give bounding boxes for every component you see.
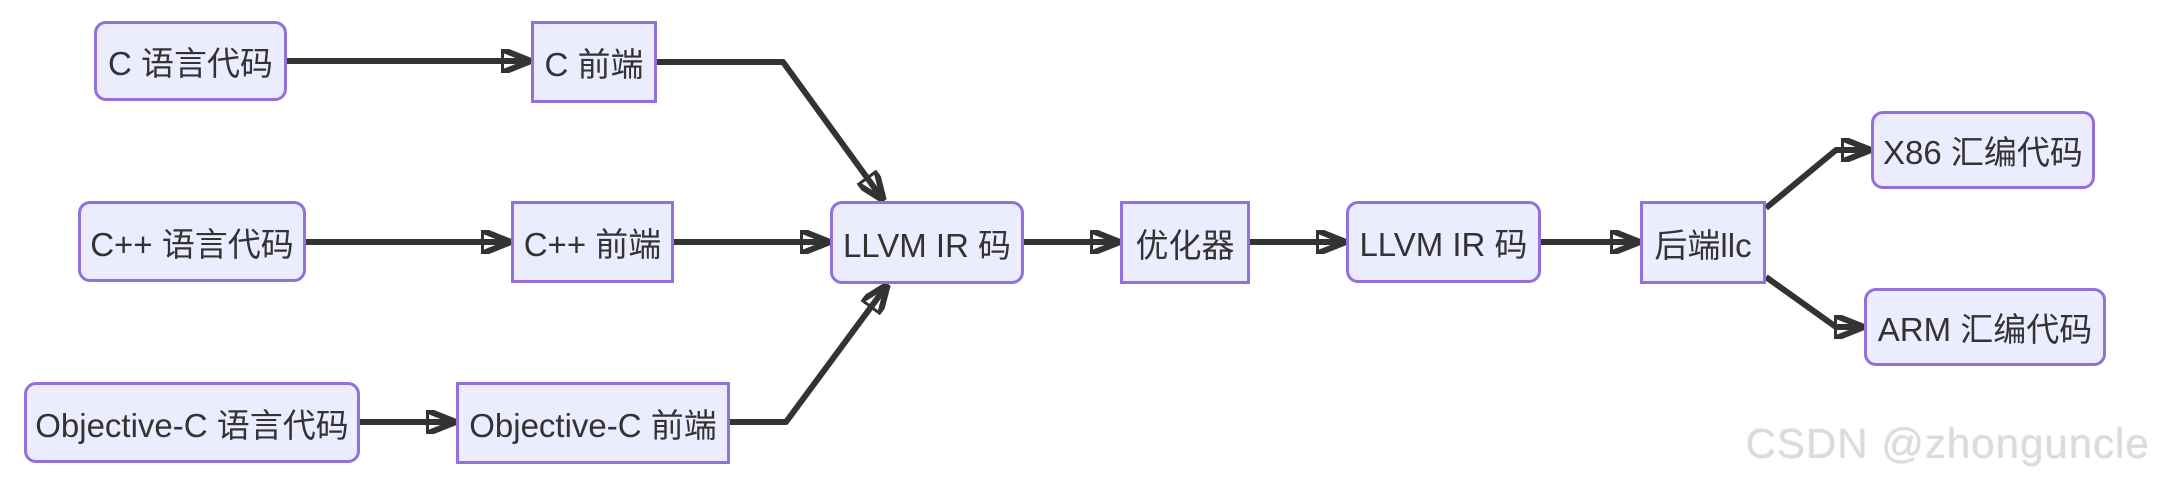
node-label: C 前端	[544, 46, 644, 83]
node-llvm-ir-in: LLVM IR 码	[830, 201, 1024, 284]
node-label: C 语言代码	[108, 45, 273, 82]
node-cpp-frontend: C++ 前端	[511, 201, 674, 283]
csdn-watermark: CSDN @zhonguncle	[1745, 420, 2150, 467]
node-llvm-ir-out: LLVM IR 码	[1346, 201, 1541, 283]
edge-backend-to-x86	[1764, 150, 1871, 211]
node-objc-frontend: Objective-C 前端	[456, 382, 730, 464]
edge-objc-frontend-to-llvm-ir	[730, 284, 888, 425]
node-label: LLVM IR 码	[842, 226, 1012, 264]
node-label: 后端llc	[1654, 226, 1752, 264]
node-objc-source: Objective-C 语言代码	[24, 382, 360, 463]
node-optimizer: 优化器	[1120, 201, 1250, 284]
node-label: X86 汇编代码	[1883, 134, 2083, 171]
node-backend-llc: 后端llc	[1640, 201, 1766, 284]
node-label: 优化器	[1135, 226, 1235, 264]
node-c-source: C 语言代码	[94, 21, 287, 101]
node-label: Objective-C 前端	[469, 407, 717, 444]
node-label: ARM 汇编代码	[1877, 311, 2093, 348]
node-label: Objective-C 语言代码	[35, 406, 349, 444]
node-x86-output: X86 汇编代码	[1871, 111, 2095, 189]
edge-backend-to-arm	[1764, 274, 1864, 327]
edge-c-frontend-to-llvm-ir	[657, 59, 884, 201]
node-arm-output: ARM 汇编代码	[1864, 288, 2106, 366]
node-cpp-source: C++ 语言代码	[78, 201, 306, 282]
node-label: C++ 前端	[523, 226, 662, 263]
node-label: LLVM IR 码	[1359, 226, 1528, 263]
node-c-frontend: C 前端	[531, 21, 657, 103]
node-label: C++ 语言代码	[90, 225, 294, 263]
